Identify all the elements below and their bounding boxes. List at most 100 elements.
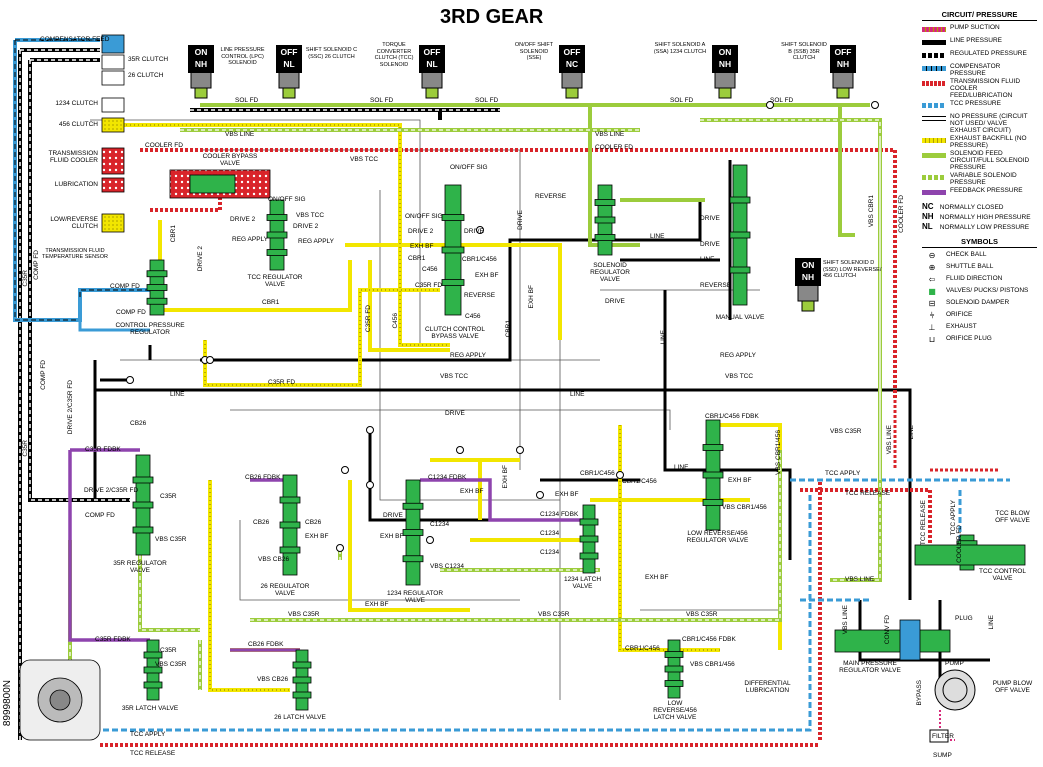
exhaust-icon: ⊥ bbox=[928, 323, 936, 332]
compensator-circuits bbox=[13, 38, 150, 332]
line-label-vbs-c35r-2: VBS C35R bbox=[288, 611, 320, 618]
line-label-c1234-fdbk-2: C1234 FDBK bbox=[540, 511, 579, 518]
tcc-reg-valve-land bbox=[266, 214, 288, 221]
line-label-vbs-c35r-5: VBS C35R bbox=[155, 661, 187, 668]
check-ball bbox=[366, 481, 374, 489]
35r-reg-valve-land bbox=[132, 526, 154, 534]
solenoid-ssd-port bbox=[801, 300, 815, 312]
line-label-cbr1-c456: CBR1/C456 bbox=[462, 256, 497, 263]
35r-latch-label: 35R LATCH VALVE bbox=[121, 705, 179, 712]
line-label-exh-bf-8: EXH BF bbox=[728, 477, 752, 484]
26-latch-valve-land bbox=[292, 691, 312, 699]
line-label-reg-apply-3: REG APPLY bbox=[450, 352, 487, 359]
vert-label-cooler-fd: COOLER FD bbox=[898, 195, 905, 233]
solenoid-mode-text: NH bbox=[194, 59, 208, 69]
legend-symbol-row: ⇦FLUID DIRECTION bbox=[922, 275, 1037, 286]
clutch-boxes bbox=[101, 34, 125, 233]
solenoid-feed-circuits bbox=[200, 103, 870, 247]
vert-label-cbr1: CBR1 bbox=[170, 225, 177, 243]
orifice-icon: ⫩ bbox=[929, 311, 935, 320]
legend-item: SOLENOID FEED CIRCUIT/FULL SOLENOID PRES… bbox=[922, 150, 1037, 171]
valve-bodies bbox=[132, 164, 978, 711]
legend-label: EXHAUST BACKFILL (NO PRESSURE) bbox=[950, 135, 1027, 149]
legend-symbol-label: FLUID DIRECTION bbox=[946, 275, 1003, 282]
line-label-c35r-fdbk-2: C35R FDBK bbox=[95, 636, 131, 643]
tcc-blow-label: TCC BLOW OFF VALVE bbox=[995, 510, 1030, 524]
abbr-code: NH bbox=[922, 212, 934, 221]
control-pressure-valve-land bbox=[146, 270, 168, 278]
check-ball bbox=[476, 226, 484, 234]
legend-symbol-label: SHUTTLE BALL bbox=[946, 263, 994, 270]
clutch-label-35r: 35R CLUTCH bbox=[128, 56, 169, 63]
clutch-label-26: 26 CLUTCH bbox=[128, 72, 164, 79]
legend-symbols: ⊖CHECK BALL⊕SHUTTLE BALL⇦FLUID DIRECTION… bbox=[922, 251, 1037, 346]
legend-symbol-label: EXHAUST bbox=[946, 323, 977, 330]
vert-label-vbs-cbr1-456: VBS CBR1/456 bbox=[775, 430, 782, 475]
clutch-control-valve-land bbox=[441, 279, 465, 286]
line-label-cbr1-c456-fdbk-2: CBR1/C456 FDBK bbox=[682, 636, 736, 643]
line-label-drive-5: DRIVE bbox=[383, 512, 403, 519]
legend-item: TRANSMISSION FLUID COOLER FEED/LUBRICATI… bbox=[922, 78, 1037, 99]
check-ball bbox=[426, 536, 434, 544]
line-label-vbs-line-3: VBS LINE bbox=[845, 576, 875, 583]
legend-symbol-label: SOLENOID DAMPER bbox=[946, 299, 1010, 306]
solenoid-lpc-body bbox=[190, 71, 212, 89]
check-ball bbox=[206, 356, 214, 364]
line-label-tcc-release-2: TCC RELEASE bbox=[130, 750, 176, 757]
line-label-vbs-line-2: VBS LINE bbox=[595, 131, 625, 138]
35r-reg-label: 35R REGULATOR VALVE bbox=[113, 560, 167, 574]
line-label-tcc-apply-2: TCC APPLY bbox=[130, 731, 166, 738]
clutch-control-valve-land bbox=[441, 214, 465, 221]
solenoid-state-text: OFF bbox=[834, 47, 852, 57]
clutch-control-label: CLUTCH CONTROL BYPASS VALVE bbox=[425, 326, 485, 340]
sump-label: SUMP bbox=[933, 752, 952, 759]
line-label-reverse-1: REVERSE bbox=[535, 193, 567, 200]
26-reg-valve-land bbox=[279, 521, 301, 529]
line-label-line-3: LINE bbox=[170, 391, 185, 398]
solenoid-ssa-body bbox=[714, 71, 736, 89]
26-reg-valve-land bbox=[279, 546, 301, 554]
line-label-cb26-2: CB26 bbox=[253, 519, 270, 526]
legend-label: VARIABLE SOLENOID PRESSURE bbox=[950, 172, 1017, 186]
legend-swatch bbox=[922, 103, 946, 108]
line-label-reg-apply-2: REG APPLY bbox=[298, 238, 335, 245]
vert-label-comp-fd-2: COMP FD bbox=[40, 360, 47, 390]
check-ball bbox=[766, 101, 774, 109]
line-label-cb26-3: CB26 bbox=[305, 519, 322, 526]
solenoid-ssb-body bbox=[832, 71, 854, 89]
solenoid-sse-label: ON/OFF SHIFT SOLENOID (SSE) bbox=[514, 42, 554, 61]
exhaust-backfill-dots bbox=[110, 124, 720, 691]
line-label-cb26-fdbk-2: CB26 FDBK bbox=[248, 641, 284, 648]
line-label-vbs-tcc-4: VBS TCC bbox=[725, 373, 754, 380]
control-pressure-label: CONTROL PRESSURE REGULATOR bbox=[115, 322, 185, 336]
1234-reg-valve-land bbox=[402, 529, 424, 536]
legend-label: COMPENSATOR PRESSURE bbox=[950, 63, 1001, 77]
manual-valve-label: MANUAL VALVE bbox=[715, 314, 765, 321]
line-label-sol-fd-2: SOL FD bbox=[370, 97, 394, 104]
legend-symbol-row: ⊖CHECK BALL bbox=[922, 251, 1037, 262]
line-label-sol-fd-1: SOL FD bbox=[235, 97, 259, 104]
solenoid-ssa-port bbox=[718, 87, 732, 99]
1234-reg-valve-land bbox=[402, 502, 424, 510]
housing-sketch bbox=[19, 659, 101, 741]
vert-label-c35r: C35R bbox=[22, 270, 29, 287]
vert-label-line: LINE bbox=[908, 425, 915, 440]
1234-reg-label: 1234 REGULATOR VALVE bbox=[386, 590, 444, 604]
lowrev-latch-valve-land bbox=[664, 651, 684, 658]
line-label-reverse-3: REVERSE bbox=[700, 282, 732, 289]
valves-icon: ■ bbox=[928, 287, 936, 296]
solenoid-reg-valve-land bbox=[594, 199, 616, 206]
line-label-exh-bf-9: EXH BF bbox=[645, 574, 669, 581]
tcc-reg-valve-land bbox=[266, 231, 288, 239]
35r-latch-valve-land bbox=[143, 681, 163, 689]
cooler-bypass-label: COOLER BYPASS VALVE bbox=[202, 153, 258, 167]
legend-item: FEEDBACK PRESSURE bbox=[922, 187, 1037, 199]
vert-label-c35r-2: C35R bbox=[22, 440, 29, 457]
abbr-label: NORMALLY HIGH PRESSURE bbox=[938, 214, 1031, 221]
solenoid-reg-valve-land bbox=[594, 234, 616, 241]
line-label-comp-fd-1: COMP FD bbox=[85, 512, 115, 519]
check-ball bbox=[366, 426, 374, 434]
